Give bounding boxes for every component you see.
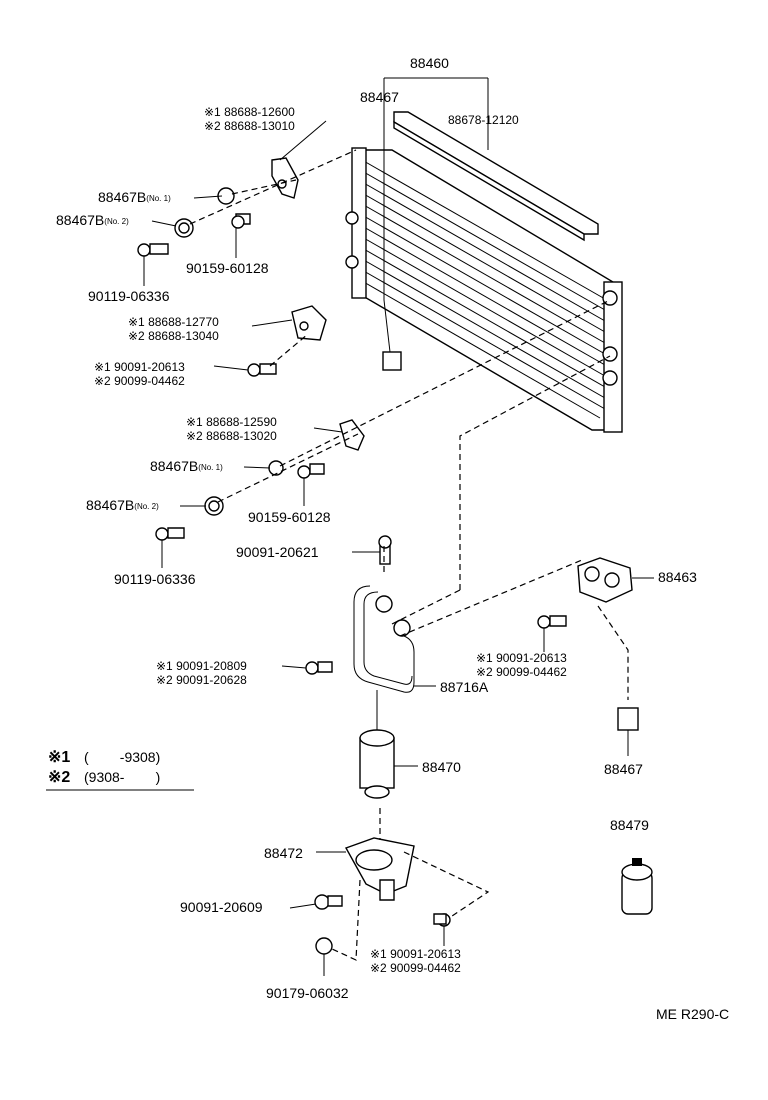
connector-part <box>617 707 639 731</box>
label-seal: 88678-12120 <box>448 113 519 127</box>
label-bolt-j-2: ※2 90099-04462 <box>370 961 461 975</box>
footer-code: ME R290-C <box>656 1006 729 1022</box>
label-cushion-no1-a: 88467B(No. 1) <box>98 189 171 205</box>
label-bolt-f: 90091-20621 <box>236 544 319 560</box>
label-tube: 88716A <box>440 679 489 695</box>
legend-row1-mark: ※1 <box>48 749 70 766</box>
label-bolt-b: 90119-06336 <box>88 288 170 304</box>
label-bracket-low-2: ※2 88688-13020 <box>186 429 277 443</box>
label-bolt-c-2: ※2 90099-04462 <box>94 374 185 388</box>
upper-bracket-group <box>137 157 299 257</box>
label-bolt-h-1: ※1 90091-20809 <box>156 659 247 673</box>
part-labels: 88460 88467 88678-12120 ※1 88688-12600 ※… <box>56 55 729 1022</box>
leader-lines <box>143 77 654 976</box>
label-bracket-upper-1: ※1 88688-12600 <box>204 105 295 119</box>
label-nut: 90179-06032 <box>266 985 349 1001</box>
label-cushion-no1-b: 88467B(No. 1) <box>150 458 223 474</box>
condenser-fins <box>361 159 613 419</box>
label-switch: 88463 <box>658 569 697 585</box>
label-dryer: 88470 <box>422 759 461 775</box>
label-bracket-low-1: ※1 88688-12590 <box>186 415 277 429</box>
label-bolt-i: 90091-20609 <box>180 899 263 915</box>
condenser-connector <box>382 351 402 371</box>
label-desiccant: 88479 <box>610 817 649 833</box>
legend: ※1 ( -9308) ※2 (9308- ) <box>46 749 194 791</box>
middle-bracket-group <box>247 305 327 377</box>
label-bolt-g-1: ※1 90091-20613 <box>476 651 567 665</box>
label-bolt-h-2: ※2 90091-20628 <box>156 673 247 687</box>
label-bracket-upper-2: ※2 88688-13010 <box>204 119 295 133</box>
label-connector: 88467 <box>604 761 643 777</box>
dryer-group <box>359 690 395 799</box>
label-cushion-no2-b: 88467B(No. 2) <box>86 497 159 513</box>
label-bolt-e: 90119-06336 <box>114 571 196 587</box>
condenser-drawing <box>345 111 623 433</box>
legend-row2-mark: ※2 <box>48 769 70 786</box>
label-cushion-no2-a: 88467B(No. 2) <box>56 212 129 228</box>
assembly-lines <box>189 149 629 961</box>
label-bolt-j-1: ※1 90091-20613 <box>370 947 461 961</box>
legend-row1-text: ( -9308) <box>84 749 160 765</box>
label-bolt-g-2: ※2 90099-04462 <box>476 665 567 679</box>
legend-row2-text: (9308- ) <box>84 769 160 785</box>
label-condenser-assy: 88460 <box>410 55 449 71</box>
label-bolt-d: 90159-60128 <box>248 509 331 525</box>
tube-group <box>305 535 415 693</box>
dryer-bracket-group <box>314 837 451 955</box>
label-dryer-bracket: 88472 <box>264 845 303 861</box>
label-bracket-mid-2: ※2 88688-13040 <box>128 329 219 343</box>
label-bracket-mid-1: ※1 88688-12770 <box>128 315 219 329</box>
label-condenser: 88467 <box>360 89 399 105</box>
label-bolt-c-1: ※1 90091-20613 <box>94 360 185 374</box>
label-bolt-a: 90159-60128 <box>186 260 269 276</box>
switch-group <box>537 557 639 731</box>
desiccant-group <box>621 858 653 915</box>
